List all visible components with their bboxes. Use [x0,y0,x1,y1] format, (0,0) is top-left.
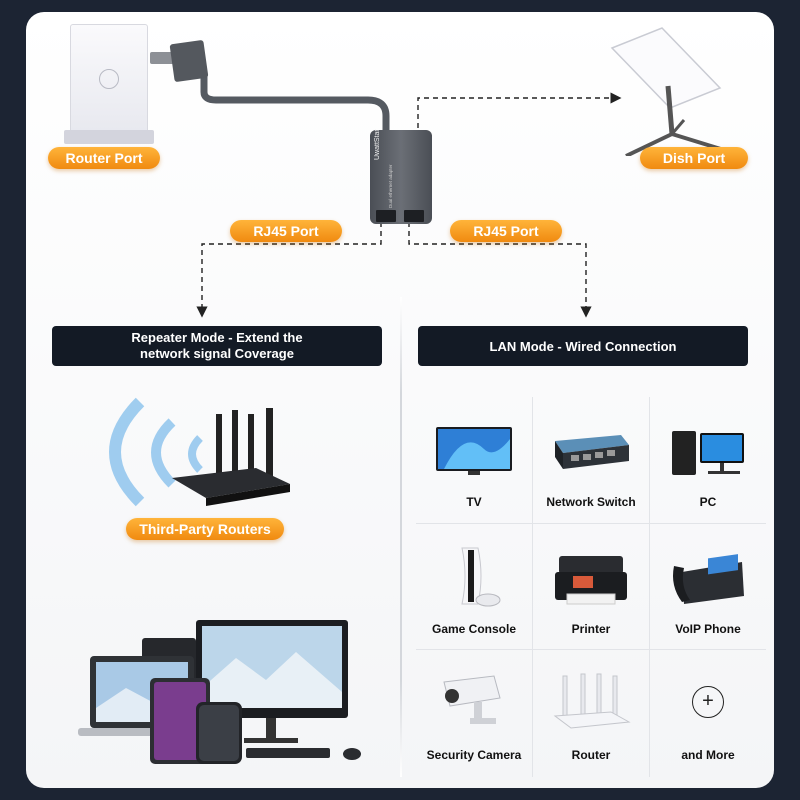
game-console-icon [461,547,501,607]
center-divider [400,297,402,777]
device-label: TV [466,495,482,509]
device-pc: PC [650,397,766,523]
device-network-switch: Network Switch [533,397,649,523]
adapter-brand: UwattStar [374,129,381,160]
grid-line [416,649,766,650]
security-camera-icon [443,675,501,724]
voip-phone-icon [673,554,744,604]
pc-icon [672,431,744,475]
device-label: PC [699,495,717,509]
device-security-camera: Security Camera [416,650,532,776]
router-port-device [70,24,148,144]
device-label: Game Console [431,622,517,636]
rj45-socket-icon [404,210,424,222]
satellite-dish-icon [610,27,725,156]
lan-device-grid: TV Network Switch PC [416,397,766,777]
port-hole-icon [99,69,119,89]
rj45-right-dashed-line [408,222,592,318]
router-port-label: Router Port [48,147,160,169]
device-label: Network Switch [546,495,636,509]
rj45-port-right-label: RJ45 Port [450,220,562,242]
printer-icon [555,556,627,605]
router-cable [200,68,390,141]
adapter-text: Dual ethernet adapter [388,164,393,208]
router-plug-icon [150,52,174,64]
device-label: Printer [571,622,611,636]
device-game-console: Game Console [416,524,532,650]
lan-mode-text: LAN Mode - Wired Connection [489,338,677,354]
rj45-socket-icon [376,210,396,222]
plus-icon: + [692,686,724,718]
device-label: Security Camera [426,748,522,762]
network-switch-icon [555,435,629,469]
third-party-router-icon [172,408,290,506]
grid-line [416,523,766,524]
lan-mode-banner: LAN Mode - Wired Connection [418,326,748,366]
router-icon [553,673,631,729]
ethernet-adapter: UwattStar Dual ethernet adapter [370,129,432,224]
rj45-left-dashed-line [196,222,382,318]
tv-icon [436,427,512,475]
device-label: Router [571,748,611,762]
dish-port-label: Dish Port [640,147,748,169]
grid-line [532,397,533,777]
repeater-mode-banner: Repeater Mode - Extend the network signa… [52,326,382,366]
router-port-base [64,130,154,144]
third-party-routers-label: Third-Party Routers [126,518,284,540]
device-tv: TV [416,397,532,523]
rj45-port-left-label: RJ45 Port [230,220,342,242]
client-devices-icon [78,620,361,764]
device-label: and More [681,748,735,762]
router-plug-body-icon [169,39,209,83]
connection-lines [196,68,622,318]
device-printer: Printer [533,524,649,650]
repeater-mode-text: Repeater Mode - Extend the network signa… [131,330,303,361]
dish-dashed-line [417,92,622,137]
device-more: + and More [650,650,766,776]
device-router: Router [533,650,649,776]
grid-line [649,397,650,777]
device-voip-phone: VoIP Phone [650,524,766,650]
diagram-card: Router Port UwattStar Dual ethernet adap… [26,12,774,788]
wifi-waves-icon [109,397,203,507]
device-label: VoIP Phone [675,622,741,636]
